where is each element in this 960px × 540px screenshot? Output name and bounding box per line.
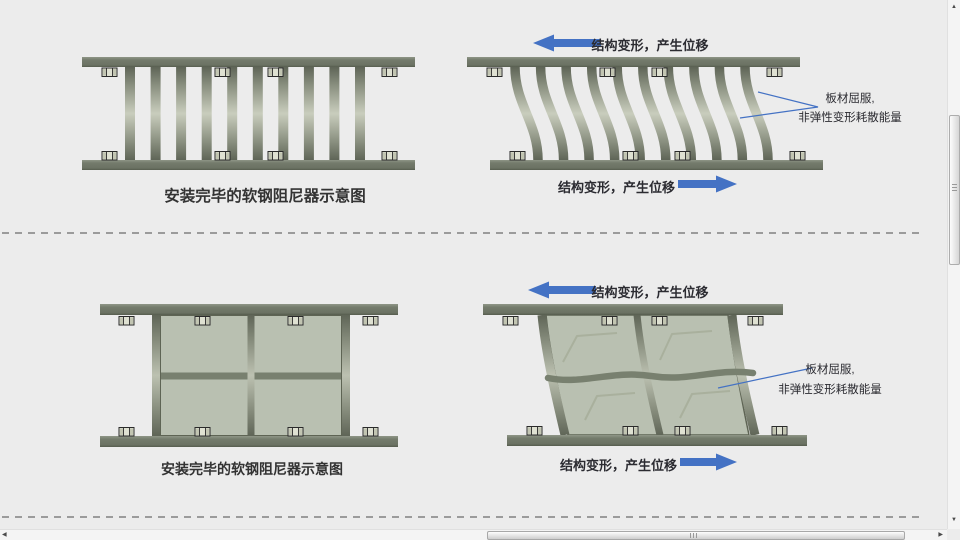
horizontal-scrollbar-thumb[interactable] [487,531,905,540]
bottom-plate [82,160,415,170]
top-left-damper-intact [82,57,415,170]
thumb-grip [952,187,957,188]
callout-line-2: 非弹性变形耗散能量 [798,112,902,124]
vertical-scrollbar[interactable]: ▲ ▼ [947,0,960,529]
caption-top-left: 安装完毕的软钢阻尼器示意图 [164,188,366,205]
right-post [727,314,760,437]
vertical-scrollbar-thumb[interactable] [949,115,960,265]
callout-line-2: 非弹性变形耗散能量 [778,384,882,396]
bottom-plate [100,436,398,447]
bottom-right-damper-deformed [483,281,813,471]
scroll-right-icon[interactable]: ▶ [938,532,943,538]
bottom-right-yield-callout: 板材屈服, 非弹性变形耗散能量 [768,360,892,400]
bolts [101,67,398,161]
top-right-yield-callout: 板材屈服, 非弹性变形耗散能量 [768,90,932,128]
bottom-plate [490,160,823,170]
callout-line-1: 板材屈服, [825,93,875,105]
top-right-top-arrow-label: 结构变形，产生位移 [591,38,709,53]
right-post [342,315,350,436]
callout-leader-line [739,91,819,119]
steel-strips [125,67,365,160]
bottom-plate [507,435,807,446]
callout-leader-line [717,367,813,389]
middle-vertical-member [247,315,255,436]
top-plate [100,304,398,315]
horizontal-scrollbar[interactable]: ◀ ▶ [0,529,947,540]
caption-bottom-left: 安装完毕的软钢阻尼器示意图 [161,461,343,477]
top-right-bottom-arrow-label: 结构变形，产生位移 [557,180,675,195]
displacement-arrow-right-icon [680,453,737,471]
top-right-damper-deformed [467,34,823,193]
callout-line-1: 板材屈服, [805,364,855,376]
displacement-arrow-right-icon [678,175,737,193]
top-plate [82,57,415,67]
displacement-arrow-left-icon [528,281,596,299]
scroll-down-icon[interactable]: ▼ [951,517,957,523]
bottom-right-top-arrow-label: 结构变形，产生位移 [591,285,709,300]
thumb-grip [693,533,694,538]
bottom-right-bottom-arrow-label: 结构变形，产生位移 [559,458,677,473]
scroll-left-icon[interactable]: ◀ [2,532,7,538]
yielded-steel-strips [510,66,773,161]
scrollbar-corner [947,529,960,540]
scroll-up-icon[interactable]: ▲ [951,4,957,10]
left-post [152,315,160,436]
middle-horizontal-member [544,368,757,384]
displacement-arrow-left-icon [533,34,601,52]
buckle-marks [562,330,731,421]
top-plate [483,304,783,315]
bottom-left-damper-intact [100,304,398,447]
top-plate [467,57,800,67]
